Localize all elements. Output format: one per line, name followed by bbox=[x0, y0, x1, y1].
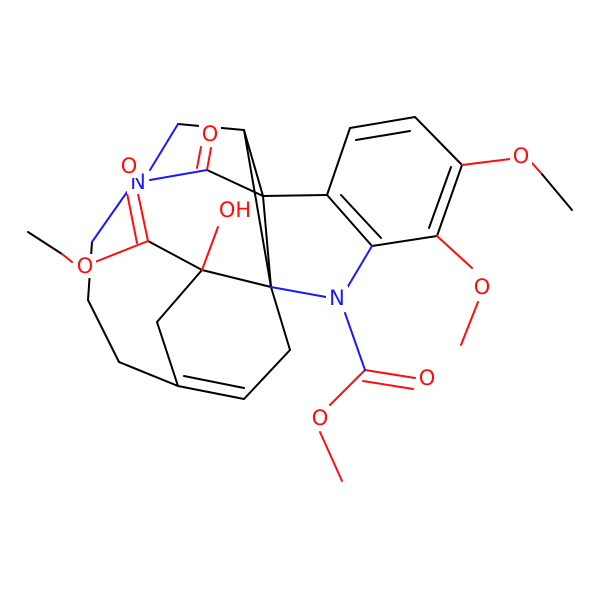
o-aryl-methoxy-right-label: O bbox=[513, 144, 530, 168]
nitrogen-bonds bbox=[91, 123, 373, 371]
o-aryl-methoxy-lower-label: O bbox=[474, 275, 491, 299]
o-carbamate-carbonyl-label: O bbox=[419, 366, 436, 390]
o-carbamate-carbonyl-atom: O bbox=[416, 366, 438, 390]
oxygen-bonds bbox=[61, 146, 542, 482]
oh-atom: OH bbox=[218, 198, 254, 222]
o-ketone-label: O bbox=[202, 122, 219, 146]
oh-label: OH bbox=[219, 198, 251, 222]
o-ester-carbonyl-label: O bbox=[121, 154, 138, 178]
atom-labels: N N O O OH O O O bbox=[74, 122, 532, 430]
carbon-bonds bbox=[27, 116, 573, 400]
o-aryl-methoxy-lower-atom: O bbox=[471, 275, 493, 299]
o-carbamate-methoxy-label: O bbox=[312, 406, 329, 430]
n-indole-label: N bbox=[329, 286, 345, 310]
n-indole-atom: N bbox=[326, 286, 348, 310]
o-ester-methoxy-label: O bbox=[77, 254, 94, 278]
o-carbamate-methoxy-atom: O bbox=[309, 406, 331, 430]
o-ester-carbonyl-atom: O bbox=[118, 154, 140, 178]
o-ketone-atom: O bbox=[199, 122, 221, 146]
o-aryl-methoxy-right-atom: O bbox=[510, 144, 532, 168]
o-ester-methoxy-atom: O bbox=[74, 254, 96, 278]
